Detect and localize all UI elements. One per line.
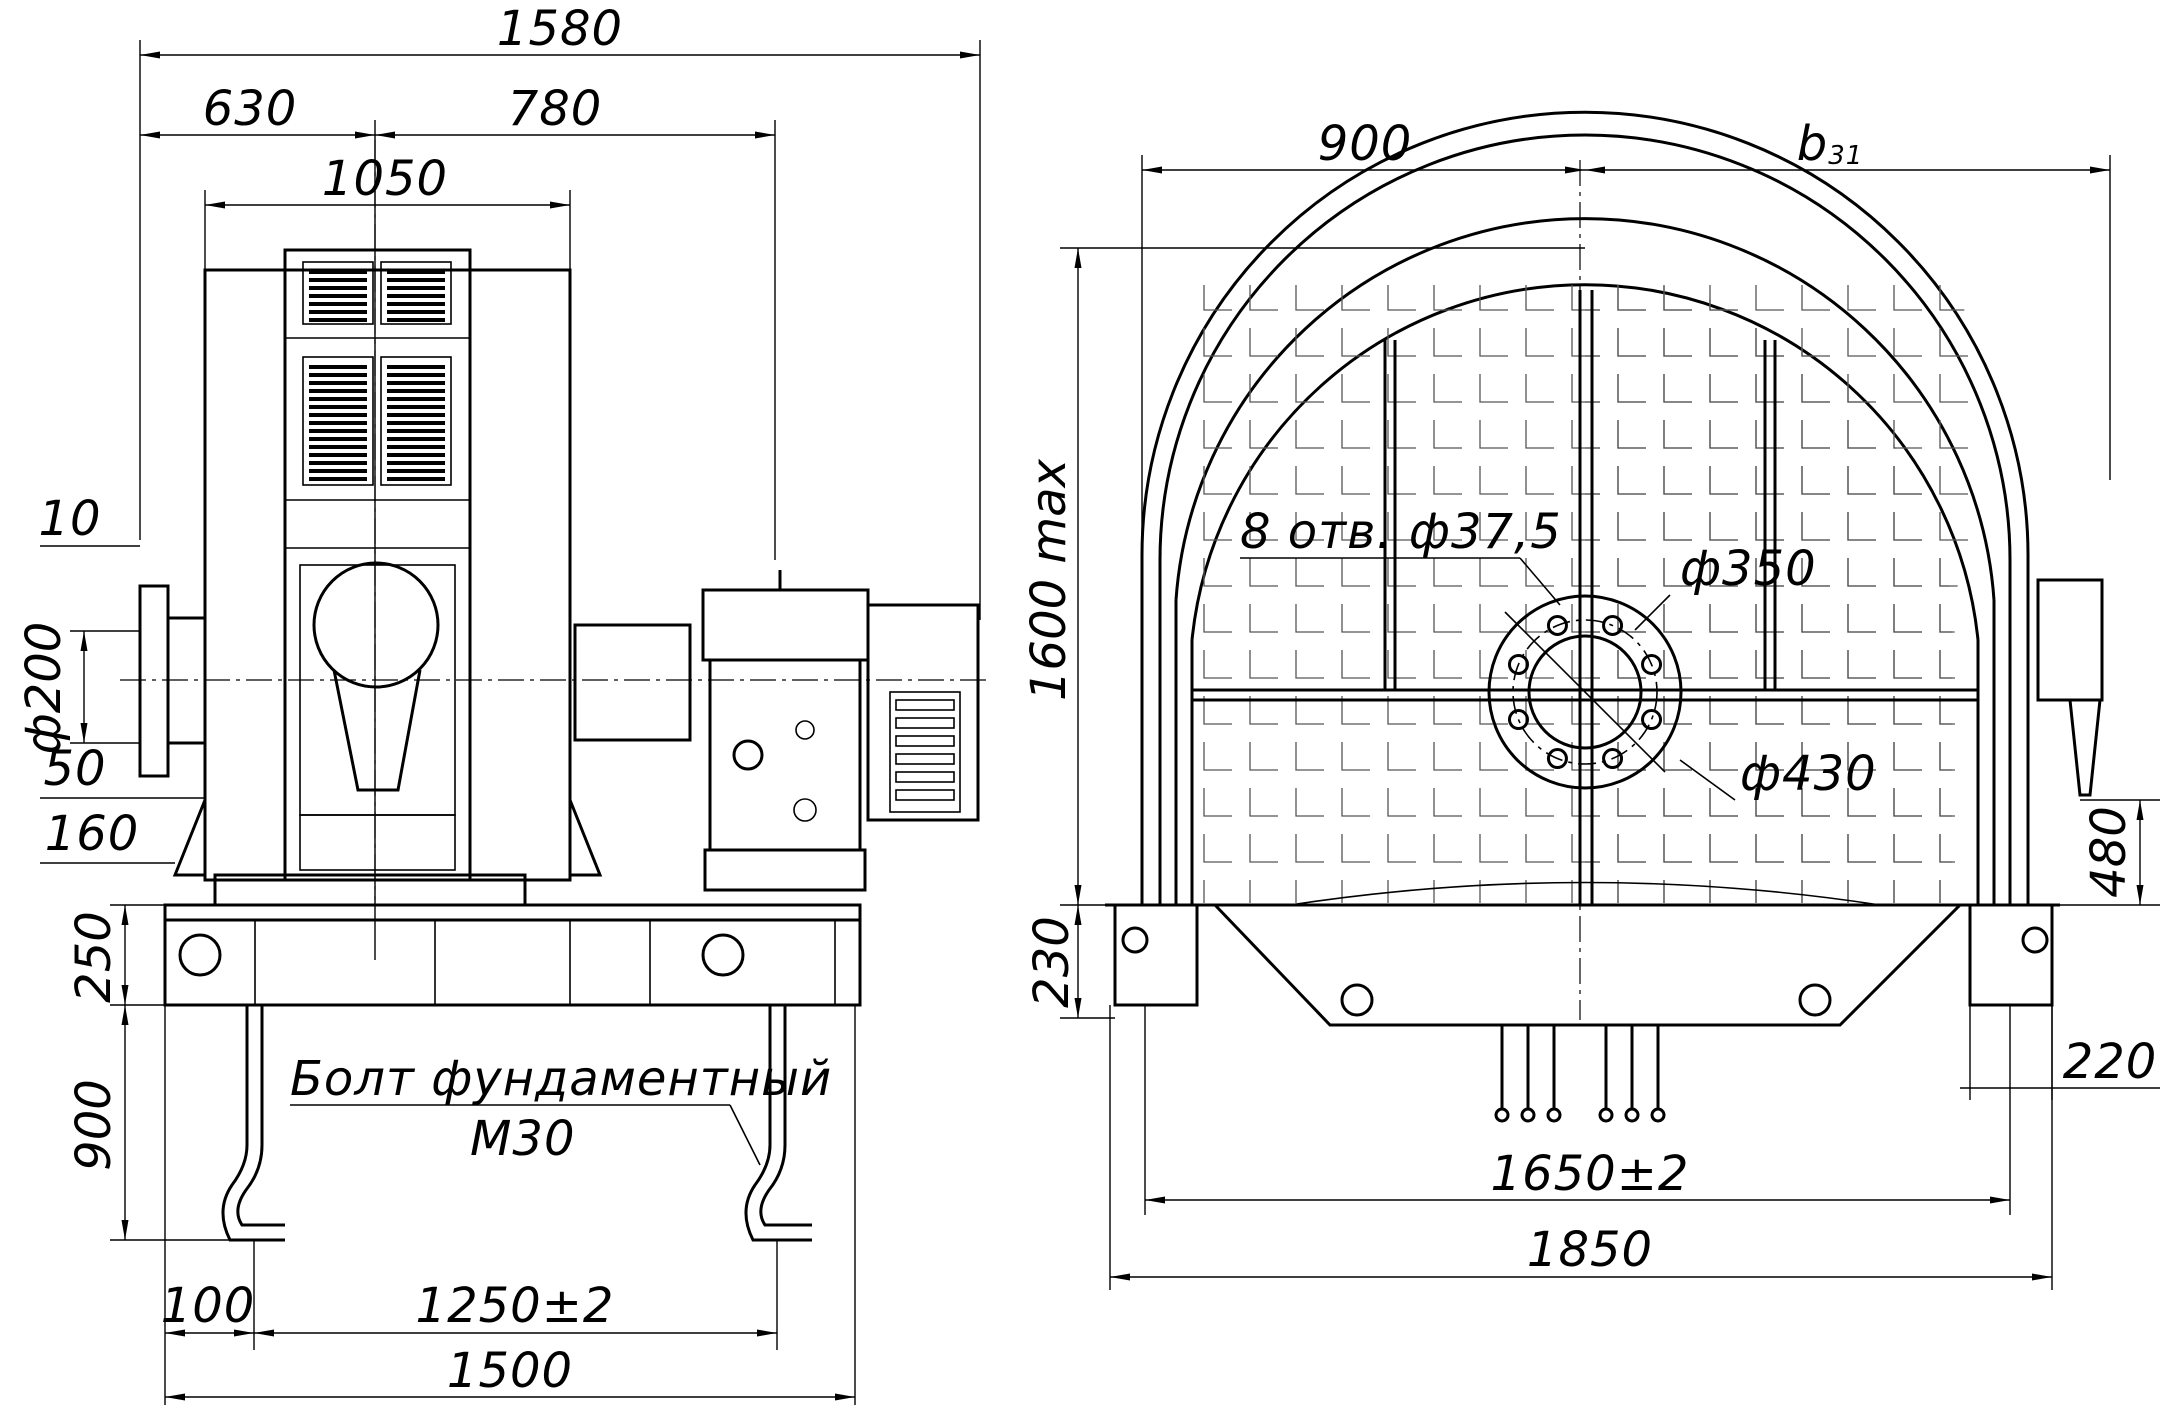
bolt-label-line2: М30 bbox=[470, 1111, 576, 1167]
dim-bottom-front: 100 1250±2 1500 bbox=[161, 1005, 856, 1405]
bearing-pedestal bbox=[299, 561, 456, 871]
dim-1850-text: 1850 bbox=[1527, 1222, 1653, 1278]
holes-label: 8 отв. ф37,5 bbox=[1240, 504, 1562, 560]
shaft-coupling bbox=[573, 623, 692, 742]
dim-10-text: 10 bbox=[38, 491, 101, 547]
flange-callouts: 8 отв. ф37,5 ф350 ф430 bbox=[1240, 504, 1877, 802]
dim-1050: 1050 bbox=[204, 151, 571, 280]
bolt-hole bbox=[1602, 748, 1624, 770]
dim-1580-text: 1580 bbox=[497, 1, 623, 57]
bolt-callout: Болт фундаментный М30 bbox=[290, 1051, 832, 1167]
bolt-hole bbox=[1641, 709, 1663, 731]
front-view: 1580 630 780 1050 bbox=[16, 1, 990, 1405]
dim-230-text: 230 bbox=[1024, 916, 1080, 1008]
dim-900-b31: 900 b31 bbox=[1141, 116, 2111, 560]
vent-grilles bbox=[302, 261, 452, 486]
dim-1600-text: 1600 max bbox=[1021, 458, 1077, 701]
dim-50-text: 50 bbox=[43, 741, 106, 797]
side-view: 900 b31 1600 max bbox=[1021, 110, 2160, 1290]
dim-1600max: 1600 max bbox=[1021, 247, 1585, 906]
bolt-label-line1: Болт фундаментный bbox=[290, 1051, 832, 1107]
dim-900-side-text: 900 bbox=[1318, 116, 1413, 172]
base-frame bbox=[163, 799, 862, 1007]
dim-630-text: 630 bbox=[203, 81, 298, 137]
dim-220-text: 220 bbox=[2063, 1034, 2158, 1090]
bolt-hole bbox=[1546, 748, 1568, 770]
dim-1250-text: 1250±2 bbox=[416, 1278, 615, 1334]
bolt-hole bbox=[1507, 709, 1529, 731]
side-base bbox=[1105, 881, 2060, 1027]
dim-230-480-220: 230 480 220 bbox=[1024, 799, 2160, 1100]
dim-350-text: ф350 bbox=[1680, 541, 1817, 597]
dim-630-780: 630 780 bbox=[140, 81, 776, 960]
drive-motor bbox=[866, 603, 980, 822]
dim-780-text: 780 bbox=[508, 81, 603, 137]
mesh-panel bbox=[1192, 285, 1978, 905]
bolt-hole bbox=[1546, 614, 1568, 636]
dim-430-text: ф430 bbox=[1740, 746, 1877, 802]
bolt-hole bbox=[1507, 653, 1529, 675]
dim-100-text: 100 bbox=[161, 1278, 256, 1334]
ventilation-column bbox=[283, 248, 472, 882]
gearbox bbox=[701, 570, 870, 892]
dim-900-text: 900 bbox=[66, 1079, 122, 1171]
side-sensor bbox=[2036, 578, 2104, 797]
input-flange: ф200 10 50 160 bbox=[16, 491, 207, 864]
cable-leads bbox=[1494, 1025, 1666, 1123]
dim-250-900: 250 900 bbox=[66, 904, 230, 1241]
drum-flange bbox=[1487, 594, 1683, 790]
dim-1500-text: 1500 bbox=[447, 1343, 573, 1399]
dim-b31-text: b31 bbox=[1797, 116, 1864, 172]
dim-1580: 1580 bbox=[139, 1, 981, 620]
dim-flange-dia-text: ф200 bbox=[16, 622, 72, 755]
bolt-hole bbox=[1602, 614, 1624, 636]
dim-1650-text: 1650±2 bbox=[1491, 1146, 1690, 1202]
dim-160-text: 160 bbox=[45, 806, 140, 862]
dim-480-text: 480 bbox=[2081, 806, 2137, 898]
dim-1050-text: 1050 bbox=[322, 151, 448, 207]
dim-250-text: 250 bbox=[66, 911, 122, 1003]
dim-bottom-side: 1650±2 1850 bbox=[1109, 1005, 2053, 1290]
bolt-hole bbox=[1641, 653, 1663, 675]
foundation-bolts bbox=[221, 1005, 812, 1242]
